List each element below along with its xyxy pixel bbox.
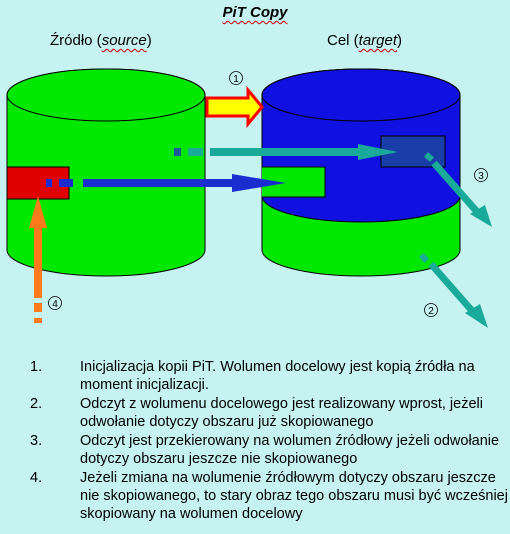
target-label: Cel (target): [327, 32, 403, 49]
source-label: Źródło (source): [50, 32, 152, 49]
target-uncopied-region: [262, 166, 326, 198]
arrow-3: [417, 145, 492, 227]
arrow-redirect-teal: [174, 144, 398, 160]
marker-2: 2: [424, 303, 438, 317]
legend-item-2: 2. Odczyt z wolumenu docelowego jest rea…: [30, 396, 483, 430]
arrow-4-orange: [29, 196, 47, 323]
source-volume: [6, 68, 206, 277]
svg-text:3: 3: [478, 171, 484, 182]
arrow-init: [205, 85, 264, 129]
legend-item-3: 3. Odczyt jest przekierowany na wolumen …: [30, 433, 500, 467]
legend-item-1: 1. Inicjalizacja kopii PiT. Wolumen doce…: [30, 359, 475, 393]
legend-list: 1. Inicjalizacja kopii PiT. Wolumen doce…: [30, 358, 508, 524]
volumes-svg: 1 3 2 4: [6, 68, 492, 328]
source-changed-region: [6, 166, 70, 200]
svg-text:1: 1: [233, 74, 239, 85]
marker-1: 1: [229, 71, 243, 85]
marker-3: 3: [474, 168, 488, 182]
diagram-title: PiT Copy: [222, 4, 288, 21]
legend-item-4: 4. Jeżeli zmiana na wolumenie źródłowym …: [30, 470, 508, 522]
arrow-copy-blue: [46, 174, 286, 192]
svg-text:4: 4: [52, 299, 58, 310]
marker-4: 4: [48, 296, 62, 310]
arrow-2: [419, 253, 488, 328]
svg-text:2: 2: [428, 306, 434, 317]
